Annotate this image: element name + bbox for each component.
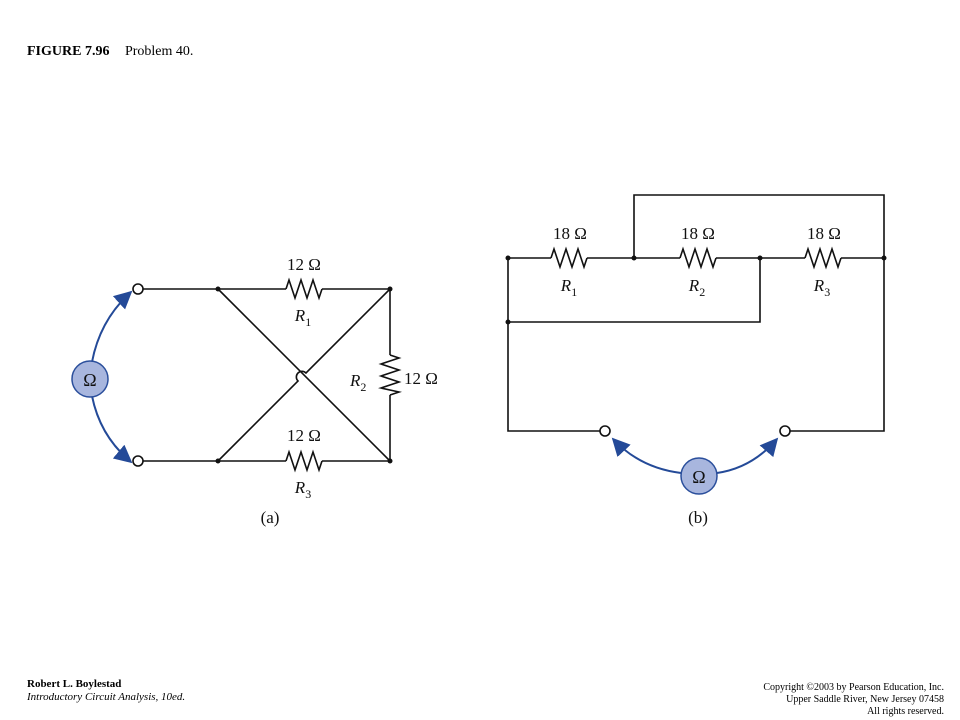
b-resistor-r2	[679, 246, 717, 270]
ohmmeter-a-lead-top	[91, 290, 133, 363]
a-figure-label: (a)	[261, 508, 280, 527]
b-top-loop-wire	[633, 194, 885, 258]
a-terminal-top	[132, 283, 144, 295]
a-resistor-r2	[378, 354, 402, 396]
a-terminal-bottom	[132, 455, 144, 467]
b-r2-name: R2	[688, 276, 705, 299]
a-diagonal-wire-2	[217, 288, 391, 462]
b-junction-dot	[505, 255, 511, 261]
footer-address-line: Upper Saddle River, New Jersey 07458	[786, 694, 944, 705]
footer-author: Robert L. Boylestad	[27, 678, 122, 690]
b-r1-value: 18 Ω	[553, 224, 587, 243]
b-terminal-right	[779, 425, 791, 437]
b-junction-dot	[881, 255, 887, 261]
figure-caption: Problem 40.	[124, 44, 194, 59]
footer-book-title: Introductory Circuit Analysis, 10ed.	[27, 691, 186, 703]
a-junction-dot	[387, 286, 393, 292]
footer-copyright: Copyright ©2003 by Pearson Education, In…	[763, 682, 944, 718]
circuit-a	[132, 277, 402, 473]
ohmmeter-a: Ω	[71, 290, 133, 464]
a-resistor-r3	[285, 449, 323, 473]
a-junction-dot	[215, 458, 221, 464]
ohmmeter-b: Ω	[611, 437, 779, 495]
figure-number: FIGURE 7.96	[27, 44, 110, 59]
ohmmeter-b-lead-left	[611, 437, 682, 474]
b-junction-dot	[631, 255, 637, 261]
b-r3-name: R3	[813, 276, 830, 299]
a-junction-dot	[387, 458, 393, 464]
a-r3-name: R3	[294, 478, 311, 501]
b-r1-name: R1	[560, 276, 577, 299]
b-right-return-wire	[790, 258, 885, 432]
ohmmeter-b-lead-right	[716, 437, 779, 474]
a-diagonal-wire-1	[217, 288, 391, 462]
b-junction-dot	[505, 319, 511, 325]
b-terminal-left	[599, 425, 611, 437]
ohmmeter-b-icon	[680, 457, 718, 495]
b-resistor-r1	[550, 246, 588, 270]
a-r2-name: R2	[349, 371, 366, 394]
a-resistor-r1	[285, 277, 323, 301]
b-r3-value: 18 Ω	[807, 224, 841, 243]
a-r1-name: R1	[294, 306, 311, 329]
a-r3-value: 12 Ω	[287, 426, 321, 445]
footer-credits: Robert L. Boylestad Introductory Circuit…	[27, 678, 185, 704]
b-junction-dot	[757, 255, 763, 261]
b-left-return-wire	[507, 322, 600, 432]
a-junction-dot	[215, 286, 221, 292]
ohmmeter-a-symbol: Ω	[83, 370, 96, 390]
b-figure-label: (b)	[688, 508, 708, 527]
footer-rights-line: All rights reserved.	[867, 706, 944, 717]
b-r2-value: 18 Ω	[681, 224, 715, 243]
footer-copyright-line: Copyright ©2003 by Pearson Education, In…	[763, 682, 944, 693]
ohmmeter-b-symbol: Ω	[692, 467, 705, 487]
a-r2-value: 12 Ω	[404, 369, 438, 388]
b-inner-loop-wire	[507, 258, 761, 323]
ohmmeter-a-icon	[71, 360, 109, 398]
circuit-b	[505, 194, 887, 437]
a-r1-value: 12 Ω	[287, 255, 321, 274]
b-resistor-r3	[804, 246, 842, 270]
ohmmeter-a-lead-bottom	[91, 395, 133, 464]
figure-title: FIGURE 7.96 Problem 40.	[27, 44, 193, 60]
